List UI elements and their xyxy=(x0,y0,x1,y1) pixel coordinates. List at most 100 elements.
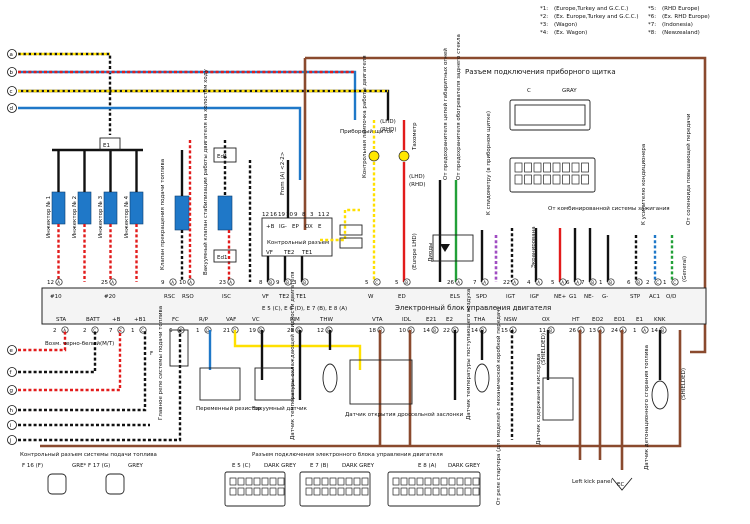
marker-letter: e xyxy=(10,348,14,354)
note-id: *1: xyxy=(540,6,548,12)
pin-letter: B xyxy=(269,280,272,285)
connector-pin xyxy=(533,174,542,185)
pin-name: EO1 xyxy=(614,317,625,323)
ec-ground-label: EC xyxy=(617,482,624,488)
connector-c-shell xyxy=(509,99,591,131)
pin-name: +B1 xyxy=(134,317,146,323)
injector-coil xyxy=(103,191,118,225)
pin-name: KNK xyxy=(654,317,666,323)
ac-note: К усилителю кондиционера xyxy=(641,144,647,225)
connector-pin xyxy=(400,487,408,496)
diag-terminal: VF xyxy=(266,250,273,256)
injector: Инжектор № 4 xyxy=(124,150,144,282)
connector-pin xyxy=(337,477,345,486)
ed1-bottom-label: Ed1 xyxy=(217,255,227,261)
marker-letter: d xyxy=(10,106,14,112)
pin-name: ED xyxy=(398,294,406,300)
marker-circle xyxy=(7,67,17,77)
pin-number: 1 xyxy=(599,280,603,286)
diag-connector-box xyxy=(261,217,333,257)
pin-letter: C xyxy=(93,328,96,333)
pin-name: THA xyxy=(473,317,485,323)
pin-name: EO2 xyxy=(592,317,603,323)
bottom-e8-colour: DARK GREY xyxy=(448,463,481,469)
pin-name: ISC xyxy=(222,294,231,300)
pin-number: 10 xyxy=(179,280,186,286)
injector: Инжектор № 2 xyxy=(72,150,92,282)
gre-label: GRE* xyxy=(72,463,87,469)
left-kick-panel: Left kick panel xyxy=(572,479,612,485)
connector-pin xyxy=(562,174,570,185)
pin-letter: A xyxy=(513,280,516,285)
connector-pin xyxy=(361,487,369,496)
pin-number: 26 xyxy=(569,328,576,334)
shielded-en-tag: (SHIELDED) xyxy=(681,368,687,400)
bus-marker: a xyxy=(7,49,17,59)
connector-pin xyxy=(361,477,369,486)
connector-c-inner xyxy=(514,104,586,126)
f16-connector xyxy=(47,473,67,495)
diag-terminal: TE1 xyxy=(301,250,312,256)
pin-letter: C xyxy=(141,328,144,333)
pin-number: 24 xyxy=(611,328,618,334)
pin-letter: A xyxy=(483,280,486,285)
connector-pin xyxy=(448,487,456,496)
connector-pin xyxy=(305,487,313,496)
diodes-label: Диоды xyxy=(428,243,434,262)
ed1-bottom-box xyxy=(213,249,237,263)
tacho-bulb xyxy=(398,150,410,162)
ed1-top-box xyxy=(213,147,237,163)
shielded-en-tag-2: (SHIELDED) xyxy=(541,333,547,365)
marker-circle xyxy=(7,103,17,113)
spd-note: К спидометру (в приборном щитке) xyxy=(486,111,492,215)
connector-pin xyxy=(581,174,589,185)
pin-circle xyxy=(373,278,381,286)
pin-name: O/D xyxy=(666,294,676,300)
pin-letter: C xyxy=(375,280,378,285)
note-text: (Indonesia) xyxy=(662,22,693,28)
pin-number: 10 xyxy=(399,328,406,334)
note-text: (Ex. RHD Europe) xyxy=(662,14,710,20)
bus-wires xyxy=(18,52,707,354)
connector-pin xyxy=(571,162,580,173)
note-text: (RHD Europe) xyxy=(662,6,700,12)
fuel-relay-ctrl-label: Контрольный разъем системы подачи топлив… xyxy=(20,451,157,458)
pin-name: #20 xyxy=(104,294,116,300)
pin-circle xyxy=(607,278,615,286)
fuel-cut-coil xyxy=(174,195,190,231)
note-text: (Ex. Wagon) xyxy=(554,30,587,36)
bus-marker: e xyxy=(7,345,17,355)
fuel-cut-valve: Клапан прекращения подачи топлива xyxy=(160,140,192,282)
pin-letter: B xyxy=(327,328,330,333)
connector-e-shell xyxy=(509,157,596,193)
pin-name: VF xyxy=(262,294,269,300)
pin-circle xyxy=(455,278,463,286)
bottom-e8-shell xyxy=(387,471,481,507)
diag-from-label: From (A) <2-2> xyxy=(280,151,286,195)
pin-circle xyxy=(589,278,597,286)
connector-pin xyxy=(321,477,329,486)
pin-letter: B xyxy=(259,328,262,333)
connector-pin xyxy=(456,487,464,496)
pin-letter: A xyxy=(457,280,460,285)
pin-circle xyxy=(109,278,117,286)
marker-letter: f xyxy=(10,370,13,376)
if1-box-b xyxy=(339,237,363,249)
pin-number: 19 xyxy=(249,328,256,334)
pin-number: 7 xyxy=(581,280,585,286)
mt-label: Возм. черно-белый(M/T) xyxy=(45,340,114,347)
connector-pin xyxy=(329,477,337,486)
connector-pin xyxy=(345,487,353,496)
bottom-e7-shell xyxy=(299,471,371,507)
bottom-ecu-connectors: Разъем подключения электронного блока уп… xyxy=(224,452,481,507)
injector: Инжектор № 3 xyxy=(98,150,118,282)
connector-pin xyxy=(329,487,337,496)
bottom-e8-label: E 8 (A) xyxy=(418,463,437,469)
